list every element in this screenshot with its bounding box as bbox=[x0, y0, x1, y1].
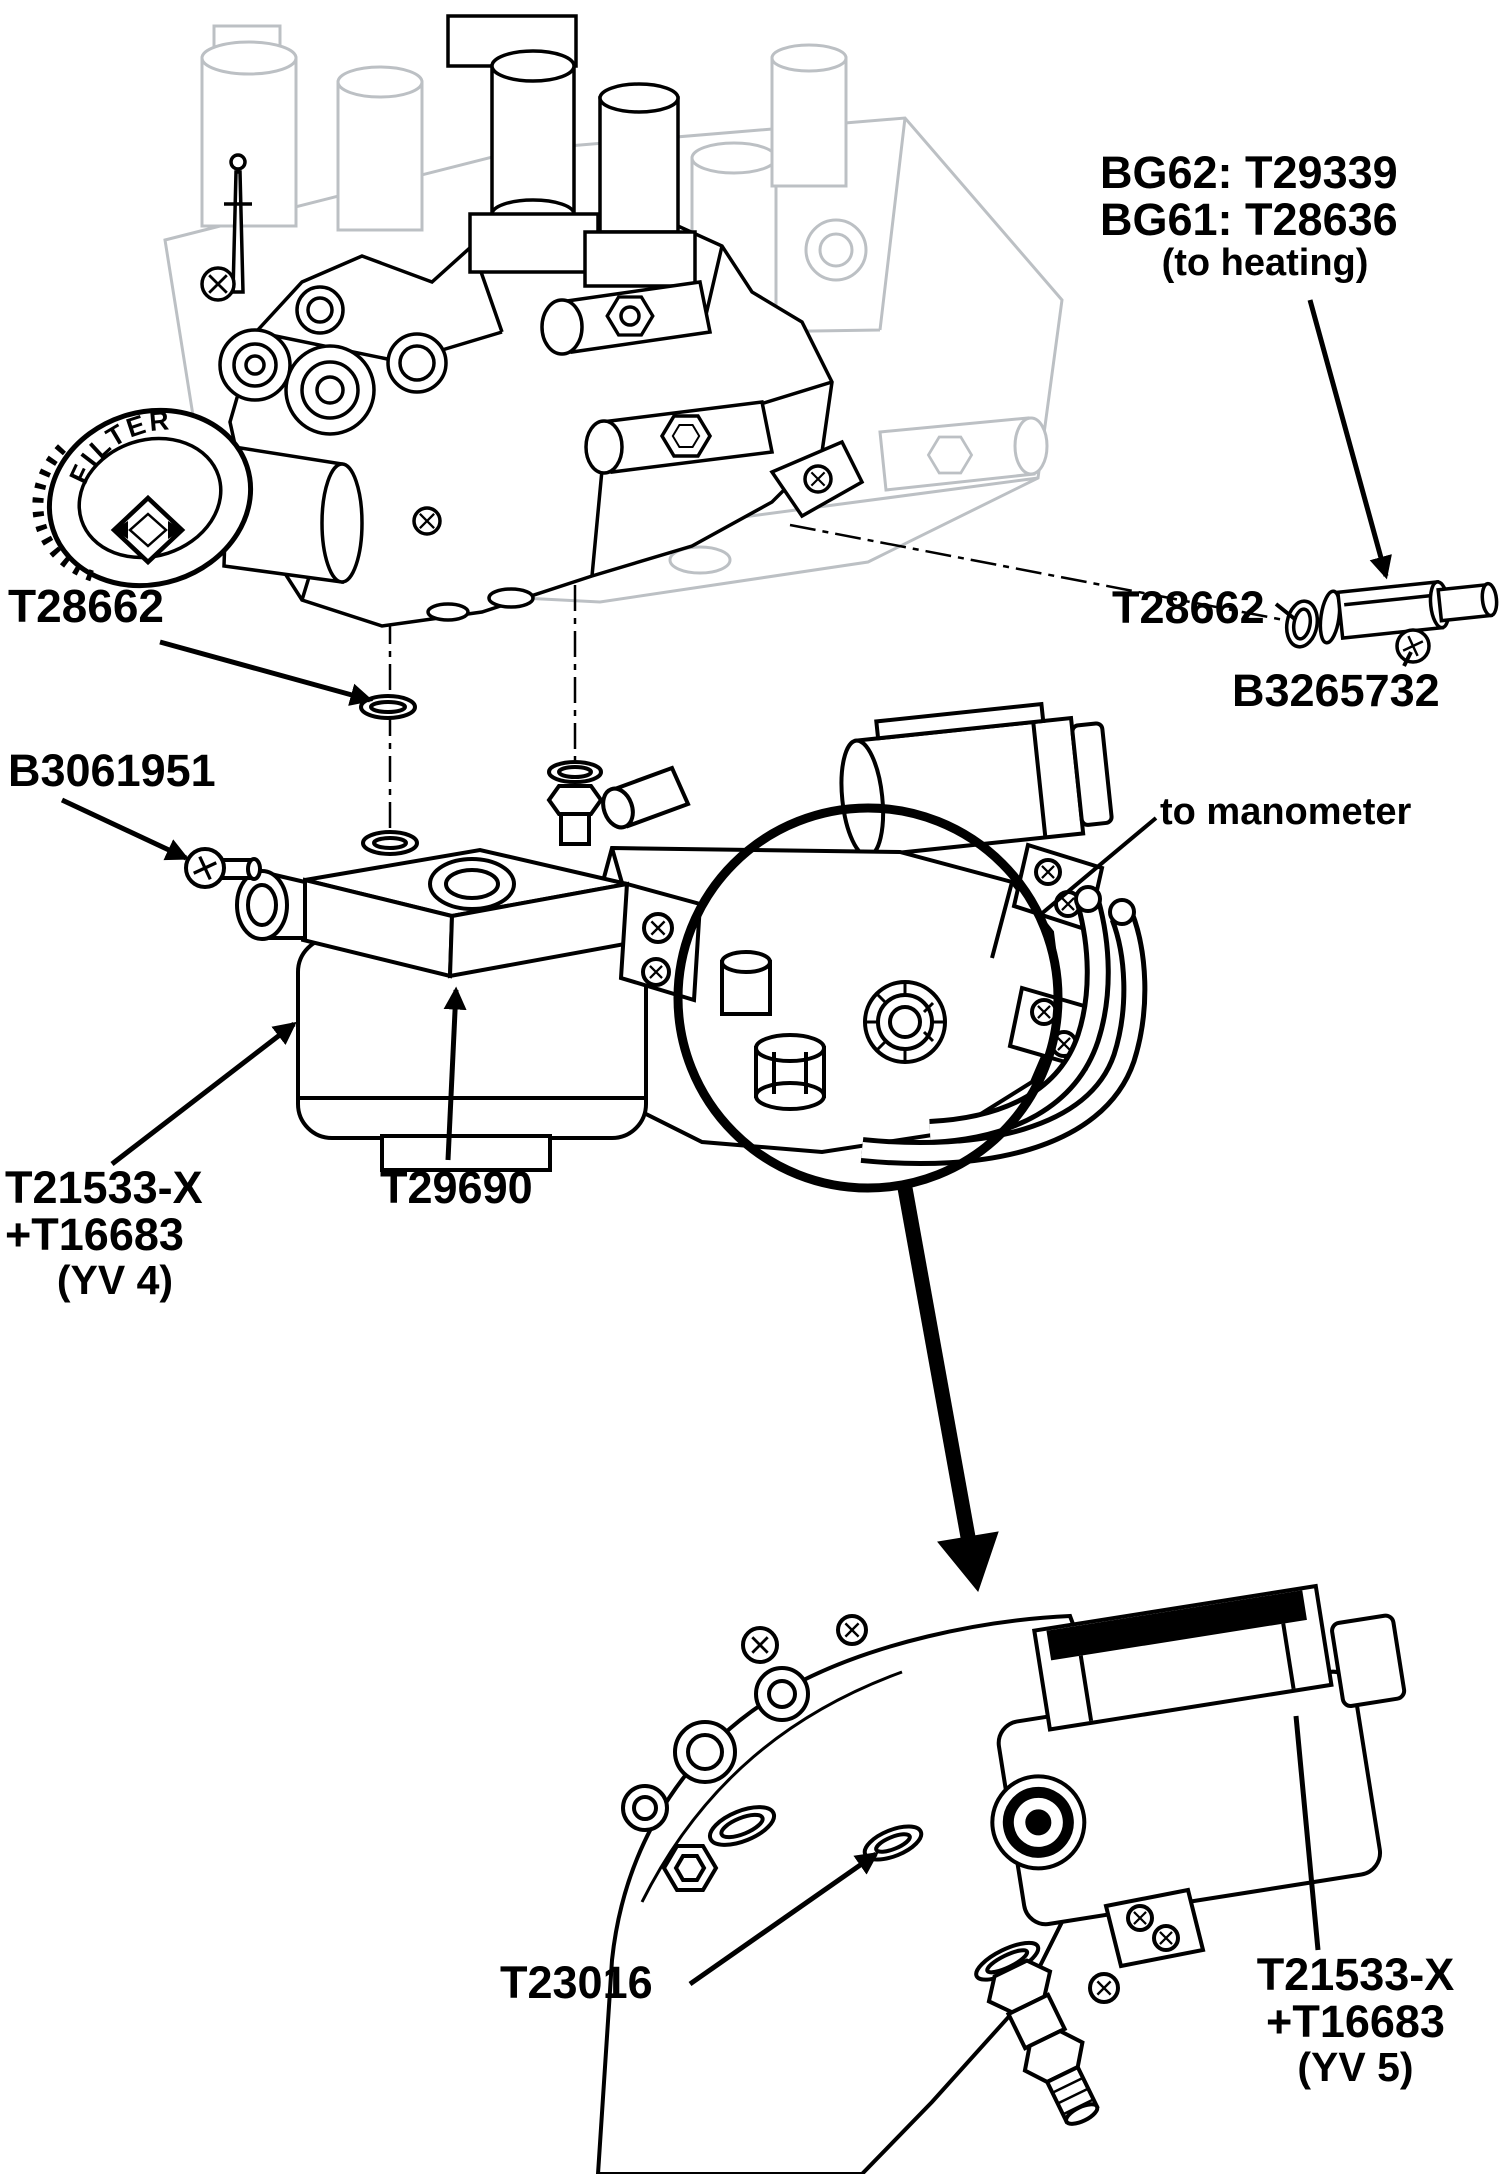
leader-o-ring-t23016 bbox=[688, 1851, 879, 1987]
callout-heating-port: BG62: T29339 BG61: T28636 (to heating) bbox=[1100, 147, 1430, 284]
callout-o-ring-right: T28662 bbox=[1112, 582, 1265, 633]
solenoid-valve-yv5 bbox=[990, 1583, 1407, 1927]
mounting-screw-b3061951 bbox=[184, 847, 262, 889]
detail-arrow bbox=[897, 1186, 999, 1593]
leader-to-manometer bbox=[1038, 816, 1158, 917]
solenoid-valve-yv4 bbox=[235, 847, 703, 1172]
callout-yv4-line1: T21533-X bbox=[5, 1162, 203, 1213]
callout-o-ring-left: T28662 bbox=[8, 580, 165, 632]
callout-yv5-line2: +T16683 bbox=[1266, 1995, 1445, 2047]
leader-lines bbox=[60, 299, 1413, 1987]
heating-port-fitting bbox=[1284, 579, 1499, 664]
leader-o-ring-left bbox=[159, 639, 374, 706]
leader-o-ring-right bbox=[1274, 602, 1298, 622]
top-valve-assembly bbox=[200, 14, 865, 628]
callout-heating-line1: BG62: T29339 bbox=[1100, 147, 1398, 198]
bleed-pin bbox=[224, 153, 252, 294]
bottom-fitting bbox=[974, 1940, 1100, 2126]
hex-plug bbox=[754, 1033, 826, 1111]
filter-cap: FILTER bbox=[32, 405, 254, 589]
callout-to-manometer: to manometer bbox=[1160, 791, 1412, 833]
callout-yv5-line1: T21533-X bbox=[1256, 1949, 1455, 2000]
leader-banjo-bolt bbox=[1402, 651, 1413, 667]
bottom-detail-view bbox=[595, 1583, 1407, 2174]
callout-valve-yv4: T21533-X +T16683 (YV 4) bbox=[5, 1162, 225, 1303]
threaded-plug bbox=[863, 980, 947, 1064]
callout-valve-body: T29690 bbox=[380, 1162, 533, 1213]
leader-to-heating bbox=[1307, 299, 1392, 580]
bottom-clamp bbox=[1088, 1887, 1206, 2004]
callout-yv4-line2: +T16683 bbox=[5, 1208, 184, 1260]
callout-heating-line2: BG61: T28636 bbox=[1100, 193, 1398, 245]
callout-yv4-line3: (YV 4) bbox=[56, 1256, 174, 1303]
filter-flow-symbol bbox=[110, 494, 186, 566]
inlet-fitting bbox=[546, 760, 691, 846]
callout-valve-yv5: T21533-X +T16683 (YV 5) bbox=[1238, 1949, 1473, 2090]
leader-valve-body-t29690 bbox=[443, 986, 467, 1161]
middle-valve-assembly bbox=[184, 694, 1148, 1172]
callout-heating-note: (to heating) bbox=[1161, 241, 1369, 284]
callout-screw: B3061951 bbox=[8, 745, 216, 796]
manometer-hoses bbox=[860, 885, 1148, 1167]
middle-solenoid bbox=[839, 701, 1114, 859]
callout-o-ring-detail: T23016 bbox=[500, 1957, 653, 2008]
leader-valve-yv5 bbox=[1293, 1715, 1321, 1951]
detail-circle bbox=[673, 803, 1063, 1193]
callout-banjo-bolt: B3265732 bbox=[1232, 665, 1440, 716]
callout-yv5-line3: (YV 5) bbox=[1297, 2043, 1414, 2090]
leader-valve-yv4 bbox=[110, 1021, 297, 1166]
leader-screw-b3061951 bbox=[60, 797, 190, 861]
